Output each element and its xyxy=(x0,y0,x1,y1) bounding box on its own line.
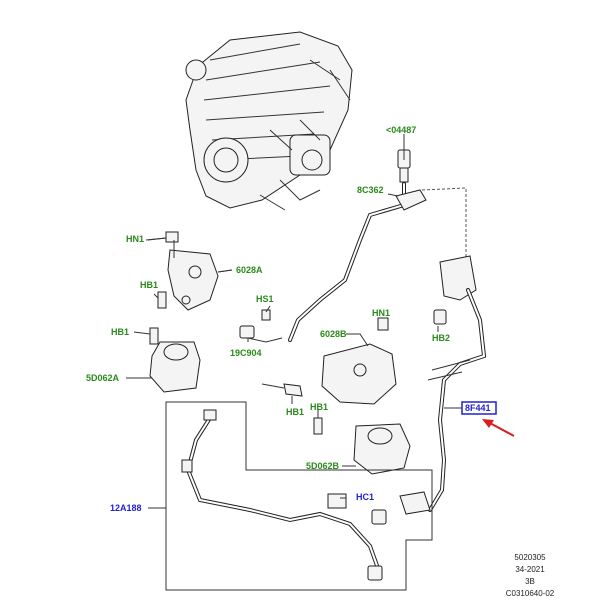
lower-hose-group xyxy=(165,401,433,591)
label-hn1-left[interactable]: HN1 xyxy=(126,234,144,244)
label-6028b[interactable]: 6028B xyxy=(320,329,347,339)
highlight-box-8f441 xyxy=(461,401,497,415)
reference-line-1: 5020305 xyxy=(514,553,546,562)
label-8c362[interactable]: 8C362 xyxy=(357,185,384,195)
leader-lines xyxy=(126,134,462,509)
label-hb1-left[interactable]: HB1 xyxy=(111,327,129,337)
reference-line-3: 3B xyxy=(525,577,535,586)
label-hb1-top[interactable]: HB1 xyxy=(140,280,158,290)
right-hose-group xyxy=(399,255,487,515)
label-04487[interactable]: <04487 xyxy=(386,125,416,135)
red-pointer-arrow xyxy=(482,419,515,437)
label-5d062b[interactable]: 5D062B xyxy=(306,461,340,471)
label-6028a[interactable]: 6028A xyxy=(236,265,263,275)
label-hc1[interactable]: HC1 xyxy=(356,492,374,502)
middle-mount-group xyxy=(261,317,411,475)
label-5d062a[interactable]: 5D062A xyxy=(86,373,120,383)
upper-hose xyxy=(288,146,467,342)
label-hb1-mid2[interactable]: HB1 xyxy=(310,402,328,412)
label-hb1-mid1[interactable]: HB1 xyxy=(286,407,304,417)
label-19c904[interactable]: 19C904 xyxy=(230,348,262,358)
label-hb2[interactable]: HB2 xyxy=(432,333,450,343)
label-hn1-mid[interactable]: HN1 xyxy=(372,308,390,318)
left-mount-group xyxy=(145,231,233,393)
label-8f441[interactable]: 8F441 xyxy=(465,403,491,413)
reference-line-2: 34-2021 xyxy=(515,565,545,574)
reference-block: 5020305 34-2021 3B C0310640-02 xyxy=(506,553,555,598)
label-hs1[interactable]: HS1 xyxy=(256,294,274,304)
middle-sensor-group xyxy=(239,309,283,343)
reference-line-4: C0310640-02 xyxy=(506,589,555,598)
engine-illustration xyxy=(185,31,353,211)
label-12a188[interactable]: 12A188 xyxy=(110,503,142,513)
